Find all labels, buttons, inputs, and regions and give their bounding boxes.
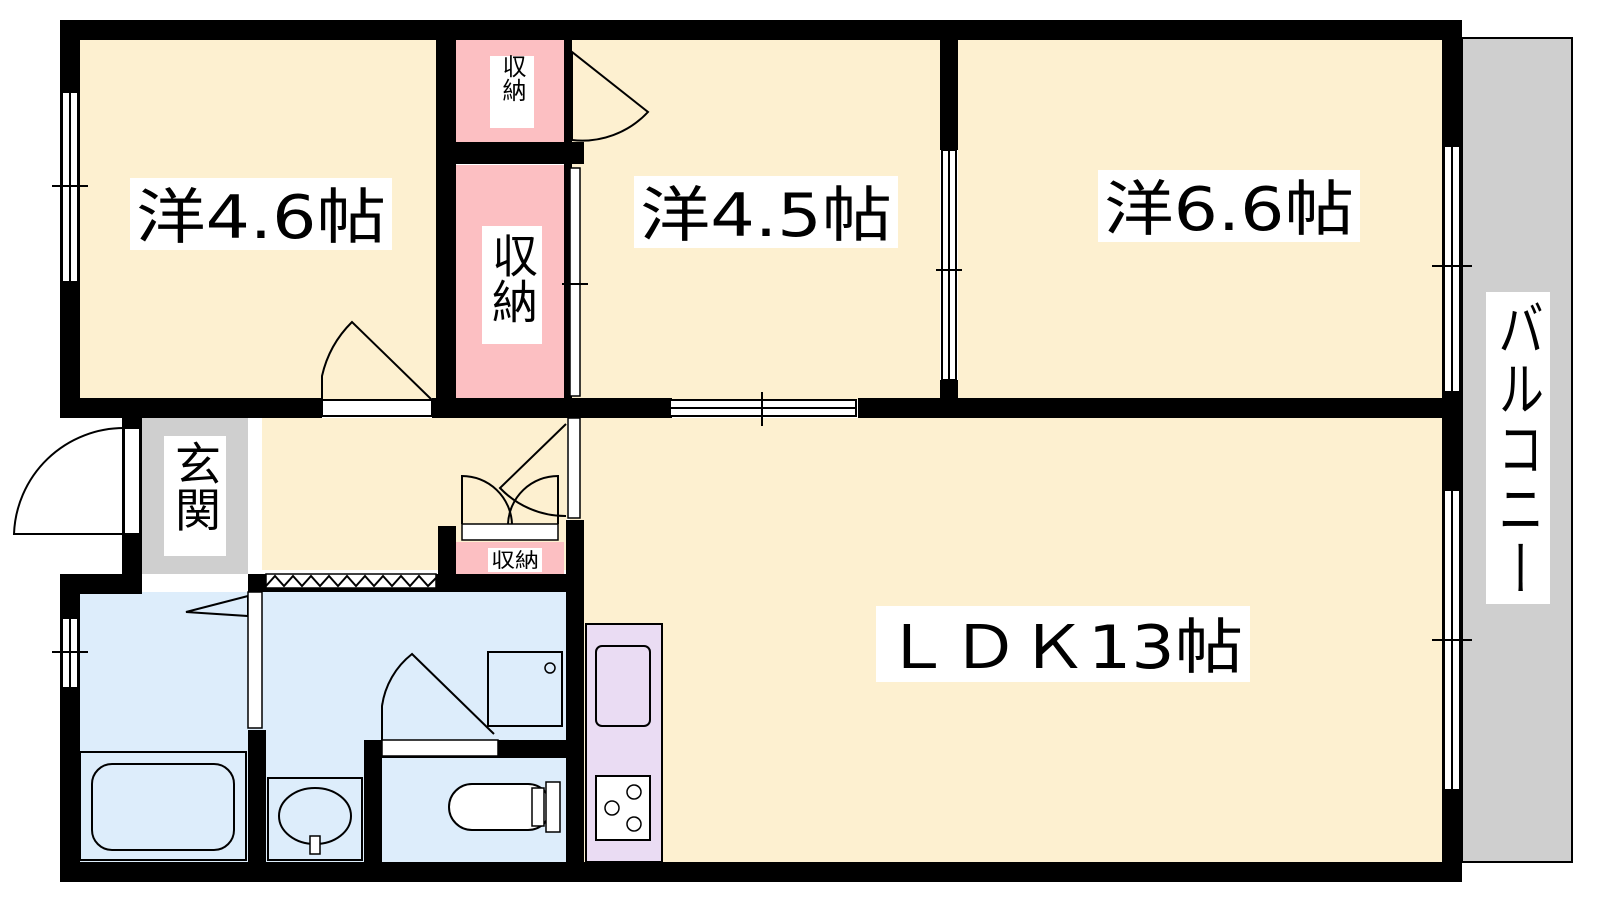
toilet <box>448 781 561 833</box>
bathtub <box>79 751 247 861</box>
room-label-western-2: 洋4.5帖 <box>640 181 892 251</box>
window-storage-side <box>562 167 588 397</box>
label-bg-western-3 <box>1098 170 1360 242</box>
window-room1-left <box>52 91 88 283</box>
balcony-label: バルコニー <box>1491 298 1545 598</box>
door-entrance <box>12 427 141 535</box>
wall-room2-right-bottom <box>940 380 958 418</box>
label-bg-western-2 <box>634 176 898 248</box>
door-hall-storage <box>461 474 559 541</box>
wall-room1-right <box>436 20 456 418</box>
wall-row-divider-right <box>858 398 1462 418</box>
window-washroom-left <box>52 617 88 689</box>
kitchen-stove <box>595 775 651 841</box>
label-bg-balcony <box>1486 292 1550 604</box>
label-bg-entrance <box>164 436 226 556</box>
door-storage-top <box>571 49 650 142</box>
outer-wall-bottom <box>60 862 1462 882</box>
storage-label-hall: 収納 <box>491 548 539 572</box>
washbasin <box>267 777 363 861</box>
label-bg-western-1 <box>130 178 392 250</box>
door-room1 <box>321 320 433 417</box>
label-bg-storage-top <box>490 56 534 128</box>
window-room2-bottom <box>669 392 857 426</box>
room-label-western-3: 洋6.6帖 <box>1104 175 1354 245</box>
door-toilet <box>381 652 499 757</box>
shoe-cabinet <box>265 573 437 589</box>
entrance-label: 玄関 <box>168 440 222 532</box>
room-label-western-1: 洋4.6帖 <box>136 183 386 253</box>
wall-row-divider-mid <box>432 398 672 418</box>
door-washroom <box>185 591 263 729</box>
label-bg-storage-large <box>482 226 542 344</box>
wall-entrance-bottom <box>60 574 142 594</box>
storage-label-top: 収納 <box>498 54 526 102</box>
label-bg-storage-hall <box>488 548 542 572</box>
washing-machine-pan <box>487 651 563 727</box>
window-room3-right <box>1432 145 1472 393</box>
window-ldk-right <box>1432 489 1472 791</box>
wall-row-divider-left <box>60 398 322 418</box>
storage-label-large: 収納 <box>485 232 539 324</box>
wall-storage-mid <box>456 142 584 164</box>
wall-bath-divider <box>248 730 266 882</box>
wall-hall-storage <box>438 526 456 586</box>
wall-room2-right-top <box>940 20 958 150</box>
wall-ldk-left <box>566 520 584 882</box>
label-bg-ldk <box>876 606 1250 682</box>
room-label-ldk: ＬＤＫ13帖 <box>883 613 1243 683</box>
kitchen-sink <box>595 645 651 727</box>
wall-toilet-left <box>364 740 382 882</box>
window-room2-right <box>936 149 962 381</box>
wall-storage-right <box>564 20 572 418</box>
outer-wall-top <box>60 20 1462 40</box>
